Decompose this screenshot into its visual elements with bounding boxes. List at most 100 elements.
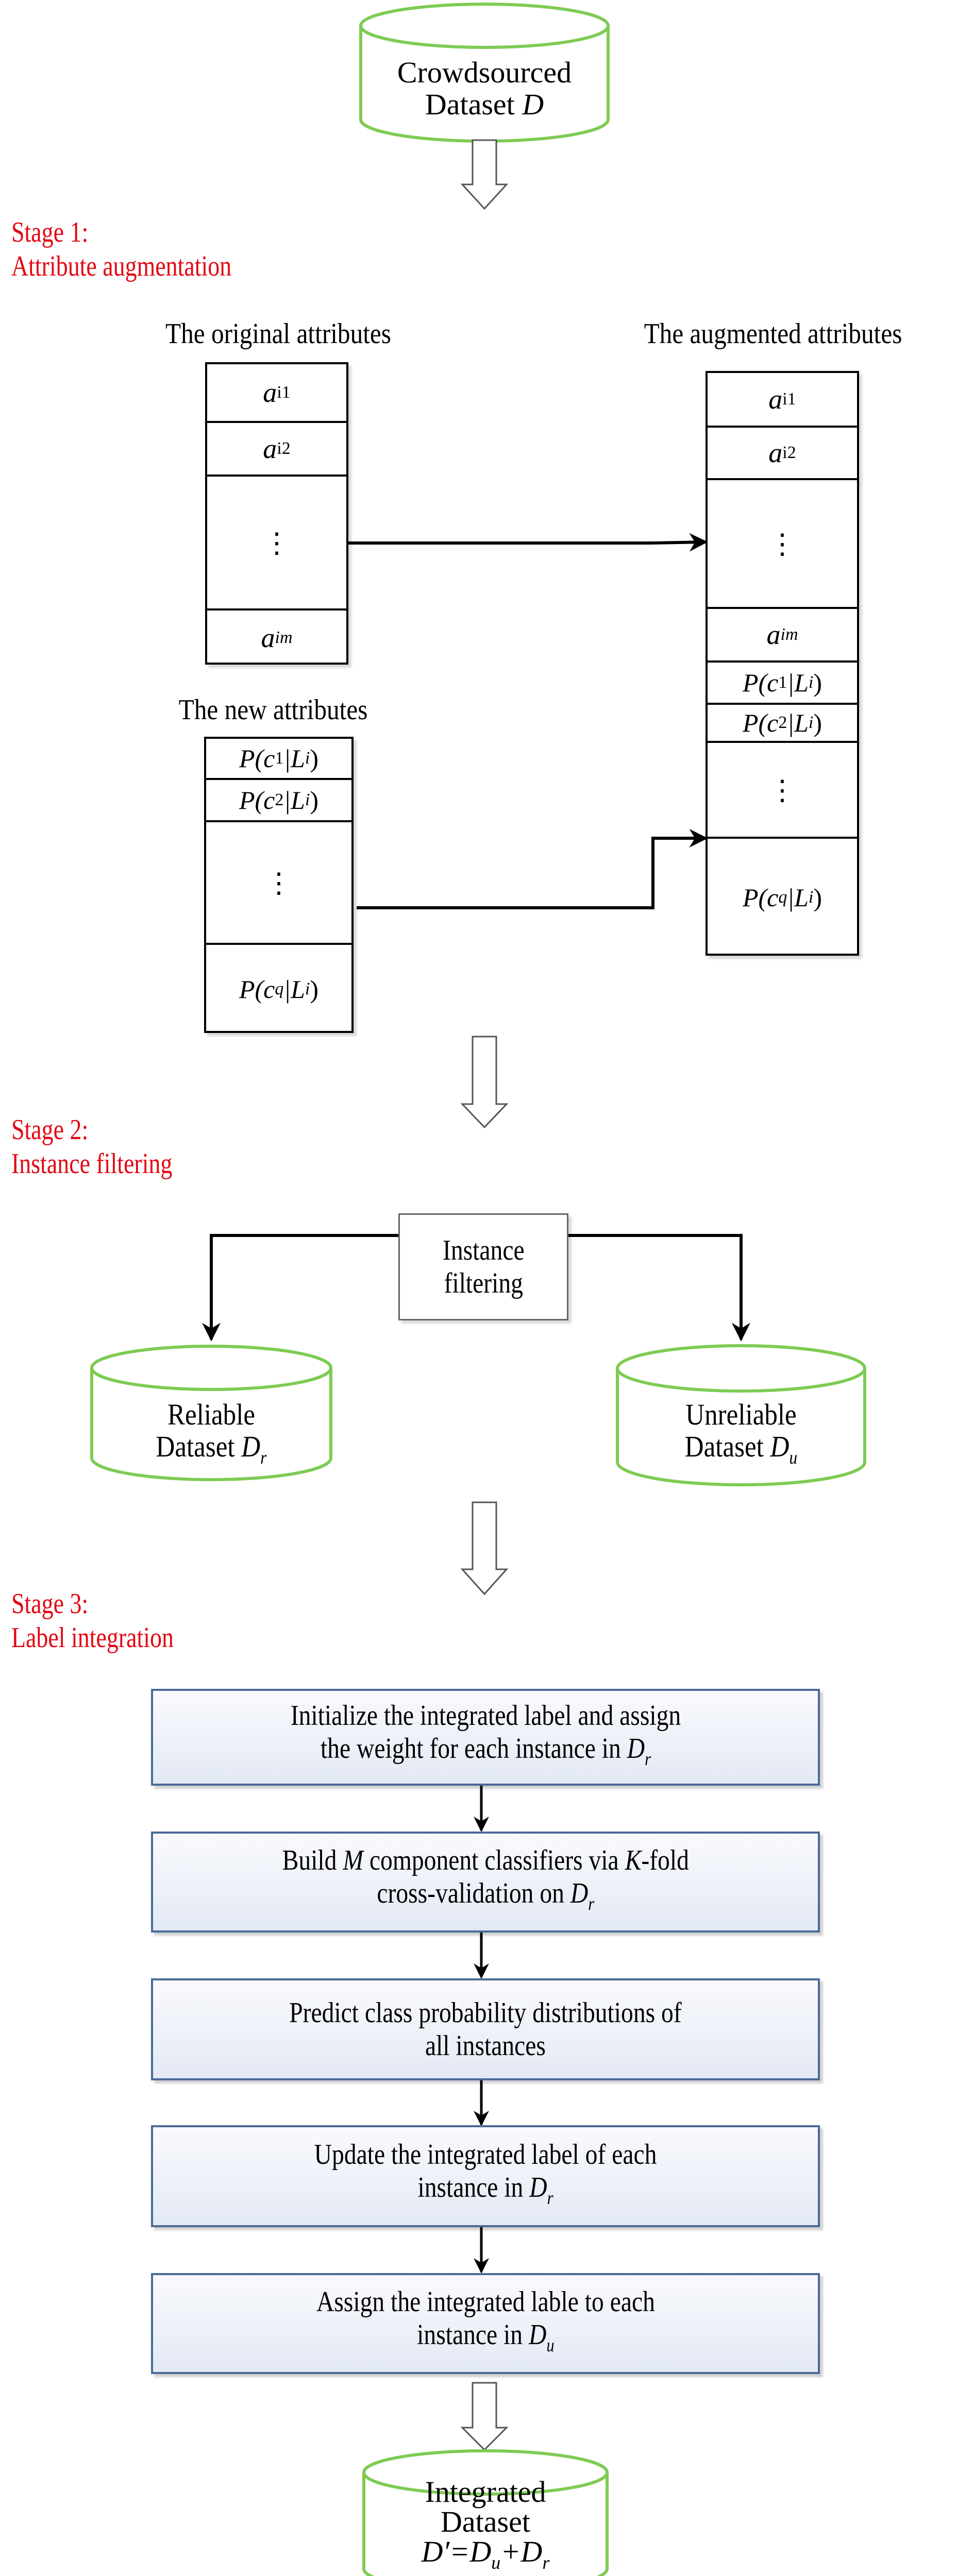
step-text: -fold — [641, 1844, 689, 1876]
instance-filtering-box: Instance filtering — [398, 1213, 568, 1320]
step-line2: cross-validation on Dr — [282, 1877, 688, 1920]
unreliable-dataset-label: Unreliable Dataset Du — [632, 1399, 850, 1473]
step-assign-box: Assign the integrated lable to each inst… — [151, 2273, 820, 2374]
input-dataset-cylinder-icon — [359, 3, 610, 143]
unreliable-line1: Unreliable — [685, 1398, 797, 1431]
attr-sub: i1 — [277, 383, 291, 402]
stage-2-number: Stage 2: — [11, 1114, 89, 1146]
step-symbol-k: K — [625, 1844, 642, 1876]
step-line2-text: the weight for each instance in — [320, 1733, 627, 1765]
augmented-attr-ellipsis: ⋮ — [708, 743, 857, 839]
output-dataset-cylinder-icon — [362, 2449, 609, 2576]
original-to-augmented-arrow — [346, 533, 708, 552]
step-predict-box: Predict class probability distributions … — [151, 1978, 820, 2080]
filter-to-reliable-arrow — [202, 1234, 398, 1342]
attr-sub: i2 — [277, 439, 291, 458]
prob-sub: q — [275, 979, 284, 998]
reliable-line2: Dataset Dr — [106, 1431, 316, 1473]
attr-base: a — [768, 437, 783, 468]
prob-prefix: P(c — [239, 974, 275, 1004]
output-line2: Dataset — [441, 2505, 530, 2538]
step-line2: all instances — [425, 2030, 546, 2062]
prob-suffix: ) — [310, 744, 319, 773]
prob-sub: 1 — [778, 673, 787, 692]
step-sub: r — [644, 1749, 651, 1769]
stage-1-number: Stage 1: — [11, 216, 89, 248]
reliable-sub: r — [260, 1447, 267, 1468]
step-line1: Assign the integrated lable to each — [316, 2286, 655, 2318]
unreliable-sub: u — [789, 1447, 798, 1468]
step-symbol: D — [529, 2172, 547, 2204]
step-predict-text: Predict class probability distributions … — [289, 1996, 682, 2062]
stage-2-name: Instance filtering — [11, 1148, 173, 1180]
stage-3-name: Label integration — [11, 1622, 174, 1654]
instance-filtering-line1: Instance — [442, 1234, 525, 1266]
formula-sub-r: r — [542, 2552, 550, 2573]
prob-sub2: i — [305, 790, 310, 809]
step-line1: Initialize the integrated label and assi… — [290, 1700, 681, 1732]
step-sub: u — [546, 2335, 555, 2355]
input-dataset-line1: Crowdsourced — [397, 56, 572, 89]
new-attributes-label: The new attributes — [178, 694, 368, 726]
step-initialize-box: Initialize the integrated label and assi… — [151, 1689, 820, 1786]
input-dataset-line2-text: Dataset — [425, 88, 523, 121]
step-update-box: Update the integrated label of each inst… — [151, 2125, 820, 2227]
attr-base: a — [261, 622, 275, 653]
stage-3-number: Stage 3: — [11, 1588, 89, 1620]
attr-sub: im — [780, 625, 798, 644]
step-line1: Predict class probability distributions … — [289, 1997, 682, 2029]
step-line1: Build M component classifiers via K-fold — [282, 1844, 688, 1877]
step-line2: instance in Du — [316, 2318, 655, 2362]
prob-mid: |L — [283, 974, 305, 1004]
prob-suffix: ) — [310, 786, 319, 815]
step-symbol: D — [627, 1733, 645, 1765]
output-line1: Integrated — [425, 2475, 546, 2509]
formula-sub-u: u — [491, 2552, 501, 2573]
prob-mid: |L — [283, 744, 305, 773]
instance-filtering-line2: filtering — [444, 1267, 523, 1299]
vertical-ellipsis-icon: ⋮ — [263, 527, 291, 558]
prob-sub2: i — [305, 749, 310, 768]
prob-sub2: i — [808, 713, 814, 732]
attr-base: a — [263, 433, 277, 464]
reliable-dataset-label: Reliable Dataset Dr — [106, 1399, 316, 1473]
hollow-arrow-4 — [460, 2382, 509, 2451]
augmented-attributes-label: The augmented attributes — [644, 318, 902, 350]
formula-part: +D — [500, 2535, 543, 2568]
new-to-augmented-arrow — [357, 829, 708, 909]
prob-prefix: P(c — [742, 668, 779, 697]
step-line2: instance in Dr — [314, 2171, 657, 2214]
output-formula: D′=Du+Dr — [364, 2537, 607, 2576]
attr-base: a — [768, 384, 783, 415]
step-line2-text: cross-validation on — [377, 1877, 570, 1909]
hollow-arrow-1 — [460, 139, 509, 210]
step-text: Build — [282, 1844, 343, 1876]
step-text: component classifiers via — [363, 1844, 625, 1876]
prob-suffix: ) — [813, 668, 822, 697]
prob-prefix: P(c — [239, 786, 275, 815]
step-symbol: D — [570, 1877, 588, 1909]
step-line2-text: instance in — [417, 2172, 530, 2204]
input-dataset-line2: Dataset D — [361, 89, 608, 121]
prob-suffix: ) — [813, 708, 822, 737]
reliable-line1: Reliable — [167, 1398, 256, 1431]
formula-part: D′=D — [421, 2535, 492, 2568]
step-line1: Update the integrated label of each — [314, 2139, 657, 2171]
vertical-ellipsis-icon: ⋮ — [265, 867, 293, 899]
step-build-text: Build M component classifiers via K-fold… — [282, 1844, 688, 1920]
step-sub: r — [547, 2188, 553, 2208]
filter-to-unreliable-arrow — [565, 1234, 750, 1342]
original-attr-ellipsis: ⋮ — [207, 477, 346, 611]
prob-sub2: i — [808, 887, 814, 907]
reliable-symbol: D — [241, 1430, 261, 1463]
stage-1-title: Stage 1: Attribute augmentation — [11, 215, 231, 283]
